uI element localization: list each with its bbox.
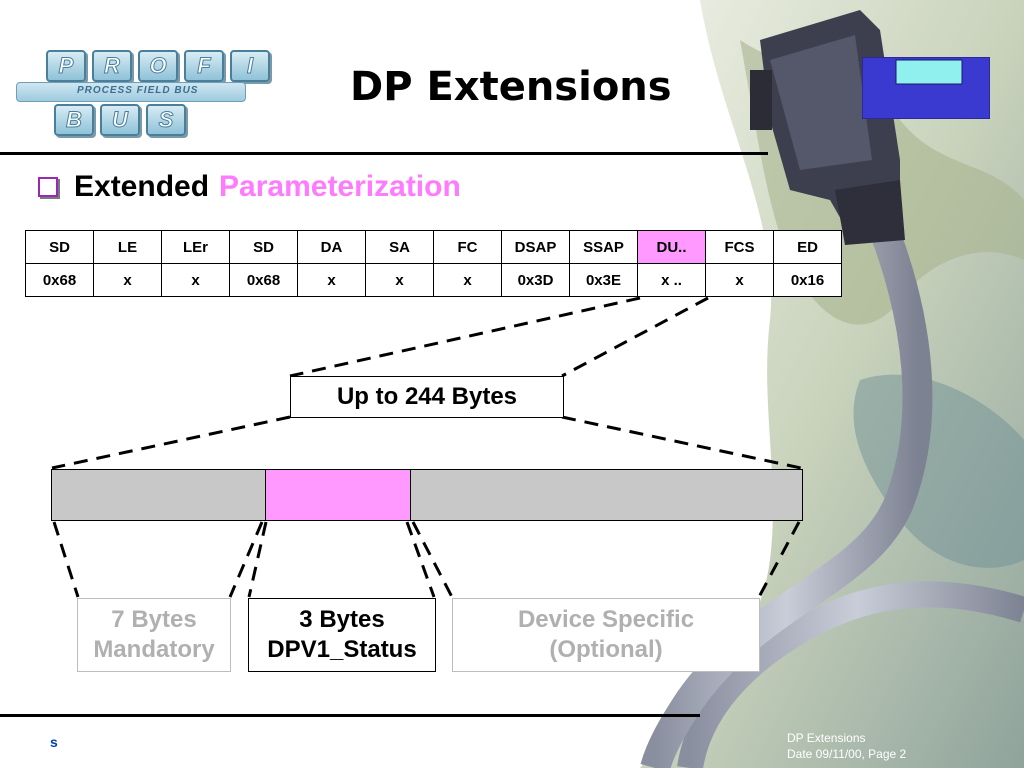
- logo-tile: U: [100, 104, 140, 136]
- box-line: DPV1_Status: [267, 636, 417, 663]
- mandatory-segment: [52, 470, 266, 520]
- table-cell: 0x3E: [569, 263, 638, 297]
- page-title: DP Extensions: [350, 64, 672, 110]
- table-cell: x ..: [637, 263, 706, 297]
- dpv1-status-box: 3 Bytes DPV1_Status: [248, 598, 436, 672]
- telegram-table: SD LE LEr SD DA SA FC DSAP SSAP DU.. FCS…: [25, 230, 842, 297]
- table-header-cell: LEr: [161, 230, 230, 264]
- bullet-icon: [38, 177, 58, 197]
- table-header-cell: ED: [773, 230, 842, 264]
- box-line: (Optional): [549, 636, 663, 663]
- table-row: 0x68 x x 0x68 x x x 0x3D 0x3E x .. x 0x1…: [25, 263, 842, 297]
- box-line: 7 Bytes: [111, 606, 197, 633]
- logo-top-letters: P R O F I: [46, 50, 270, 82]
- table-header-cell: LE: [93, 230, 162, 264]
- table-cell: 0x68: [229, 263, 298, 297]
- heading-accent-text: Parameterization: [219, 170, 461, 203]
- table-header-cell-highlight: DU..: [637, 230, 706, 264]
- table-row: SD LE LEr SD DA SA FC DSAP SSAP DU.. FCS…: [25, 230, 842, 264]
- logo-band-text: PROCESS FIELD BUS: [77, 85, 199, 96]
- table-header-cell: FCS: [705, 230, 774, 264]
- logo-tile: P: [46, 50, 86, 82]
- logo-tile: F: [184, 50, 224, 82]
- logo-tile: I: [230, 50, 270, 82]
- section-heading: Extended Parameterization: [38, 170, 461, 204]
- logo-tile: B: [54, 104, 94, 136]
- payload-size-callout: Up to 244 Bytes: [290, 376, 564, 418]
- logo-tile: S: [146, 104, 186, 136]
- dpv1-status-segment: [266, 470, 411, 520]
- table-header-cell: DA: [297, 230, 366, 264]
- device-specific-box: Device Specific (Optional): [452, 598, 760, 672]
- table-cell: x: [365, 263, 434, 297]
- table-header-cell: SD: [229, 230, 298, 264]
- table-cell: x: [161, 263, 230, 297]
- table-cell: x: [705, 263, 774, 297]
- table-cell: x: [433, 263, 502, 297]
- box-line: 3 Bytes: [299, 606, 385, 633]
- parameter-bytes-bar: [51, 469, 803, 521]
- table-header-cell: SSAP: [569, 230, 638, 264]
- table-cell: 0x3D: [501, 263, 570, 297]
- table-header-cell: DSAP: [501, 230, 570, 264]
- box-line: Mandatory: [93, 636, 215, 663]
- box-line: Device Specific: [517, 606, 695, 633]
- table-header-cell: SD: [25, 230, 94, 264]
- table-cell: x: [93, 263, 162, 297]
- table-cell: x: [297, 263, 366, 297]
- table-cell: 0x16: [773, 263, 842, 297]
- logo-tile: R: [92, 50, 132, 82]
- logo-band: PROCESS FIELD BUS: [16, 82, 246, 102]
- table-cell: 0x68: [25, 263, 94, 297]
- footer-info: DP Extensions Date 09/11/00, Page 2: [787, 730, 906, 762]
- table-header-cell: FC: [433, 230, 502, 264]
- title-divider: [0, 152, 768, 155]
- heading-text: Extended: [74, 170, 210, 203]
- footer-date-page: Date 09/11/00, Page 2: [787, 747, 907, 761]
- device-specific-segment: [411, 470, 802, 520]
- footer-title: DP Extensions: [787, 731, 866, 745]
- logo-bottom-letters: B U S: [54, 104, 186, 136]
- siemens-mark: s: [50, 734, 58, 750]
- frame-icon: [862, 57, 990, 119]
- mandatory-bytes-box: 7 Bytes Mandatory: [77, 598, 231, 672]
- table-header-cell: SA: [365, 230, 434, 264]
- logo-tile: O: [138, 50, 178, 82]
- profibus-logo: P R O F I PROCESS FIELD BUS B U S: [16, 46, 270, 138]
- footer-divider: [0, 714, 700, 717]
